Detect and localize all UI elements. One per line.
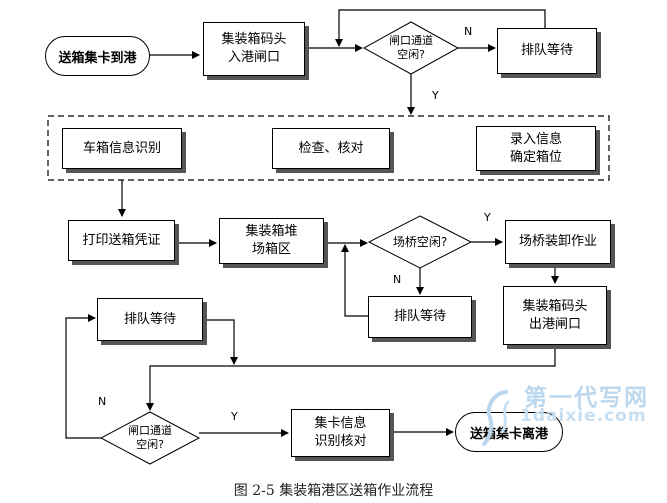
bridge-op-box: 场桥装卸作业 (505, 220, 611, 264)
inspect-box: 检查、核对 (272, 128, 390, 169)
watermark-url: 1daixie.com (520, 406, 647, 426)
label-n-bottom: N (98, 395, 107, 408)
info-processing-group (47, 115, 610, 181)
gate-in-box: 集装箱码头 入港闸口 (203, 22, 305, 76)
queue-mid-box: 排队等待 (368, 296, 472, 338)
arrow-decision-no-loop (65, 314, 101, 439)
print-box: 打印送箱凭证 (68, 220, 175, 261)
yard-box: 集装箱堆 场箱区 (219, 218, 324, 264)
label-y-bridge: Y (484, 211, 491, 224)
watermark-text: 第一代写网 (524, 385, 649, 411)
label-y-top: Y (432, 89, 439, 102)
arrow-gate-out-to-decision (146, 345, 556, 411)
end-terminal: 送箱集卡离港 (455, 412, 563, 452)
label-y-bottom: Y (231, 410, 238, 423)
vehicle-id-box: 车箱信息识别 (62, 128, 182, 169)
truck-check-box: 集卡信息 识别核对 (291, 409, 390, 457)
label-n-top: N (464, 25, 473, 38)
bridge-free-text: 场桥空闲? (392, 235, 448, 249)
gate-free-top-text: 闸口通道 空闲? (389, 34, 433, 61)
gate-out-box: 集装箱码头 出港闸口 (503, 286, 607, 345)
watermark-logo-icon (482, 390, 510, 446)
start-terminal: 送箱集卡到港 (45, 36, 150, 76)
queue-top-box: 排队等待 (497, 28, 597, 74)
arrow-queue-loop-back (335, 9, 546, 47)
arrow-queue-mid-loop (341, 244, 368, 317)
decision-gate-free-bottom (99, 411, 201, 465)
figure-caption: 图 2-5 集装箱港区送箱作业流程 (233, 483, 434, 499)
record-box: 录入信息 确定箱位 (476, 126, 596, 171)
gate-free-bottom-text: 闸口通道 空闲? (128, 424, 172, 451)
label-n-bridge: N (393, 273, 402, 286)
queue-left-box: 排队等待 (97, 298, 203, 341)
arrow-queue-left-down (203, 319, 238, 365)
